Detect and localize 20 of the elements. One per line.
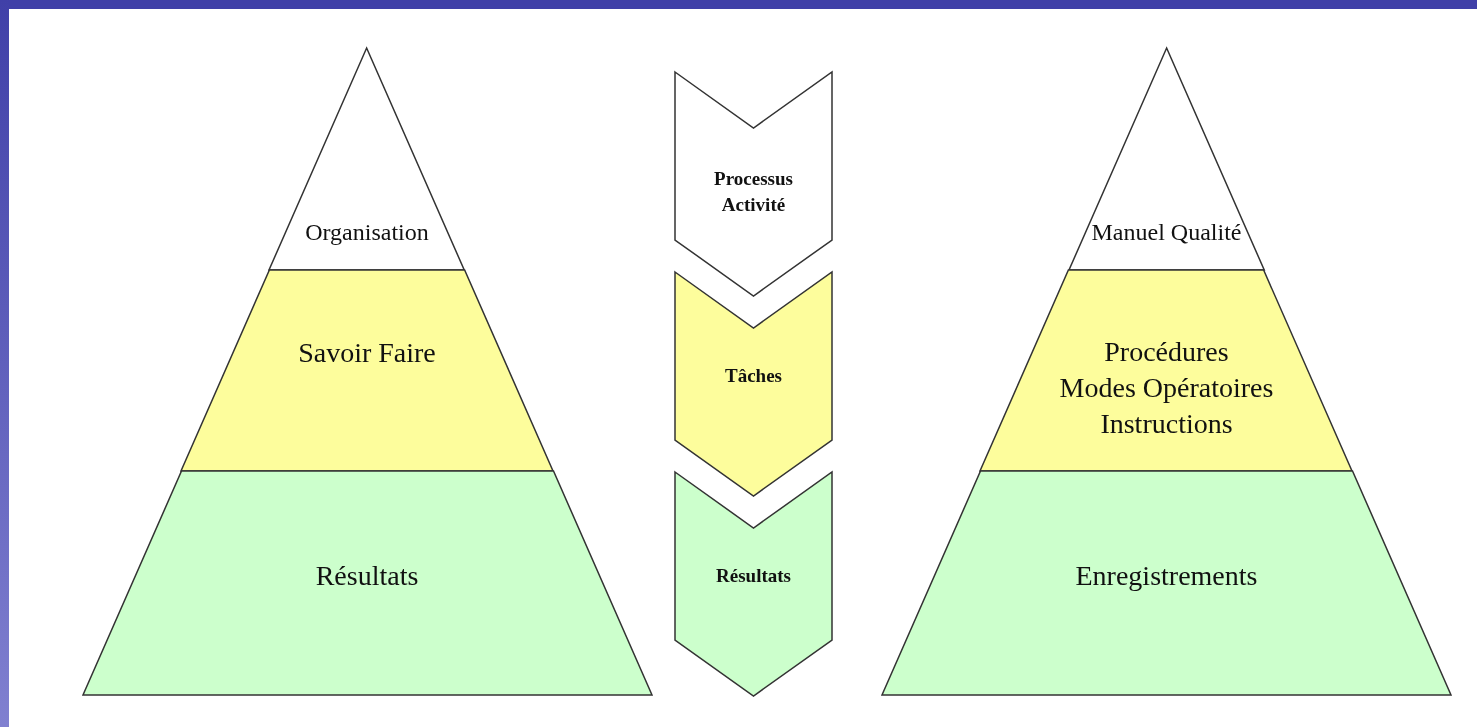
chevron-label: Tâches <box>724 363 783 388</box>
section-label: Enregistrements <box>1074 559 1259 593</box>
pyramid-base-section <box>882 471 1451 695</box>
section-label: Résultats <box>314 559 420 593</box>
chevron-band <box>675 472 832 696</box>
chevron-band <box>675 272 832 496</box>
section-label: Savoir Faire <box>297 336 437 370</box>
section-label: Manuel Qualité <box>1090 217 1243 247</box>
chevron-band <box>675 72 832 296</box>
section-label: Instructions <box>1099 407 1234 442</box>
pyramid-middle-section <box>980 270 1353 471</box>
pyramid-top-section <box>1068 48 1265 270</box>
pyramid-top-section <box>269 48 465 270</box>
section-label: Procédures <box>1103 334 1230 369</box>
pyramid-base-section <box>82 471 652 695</box>
pyramid-middle-section <box>181 270 553 471</box>
section-label: Organisation <box>304 217 430 247</box>
chevron-label: Résultats <box>715 563 792 588</box>
chevron-label: Processus Activité <box>713 166 794 218</box>
section-label: Modes Opératoires <box>1058 370 1275 405</box>
